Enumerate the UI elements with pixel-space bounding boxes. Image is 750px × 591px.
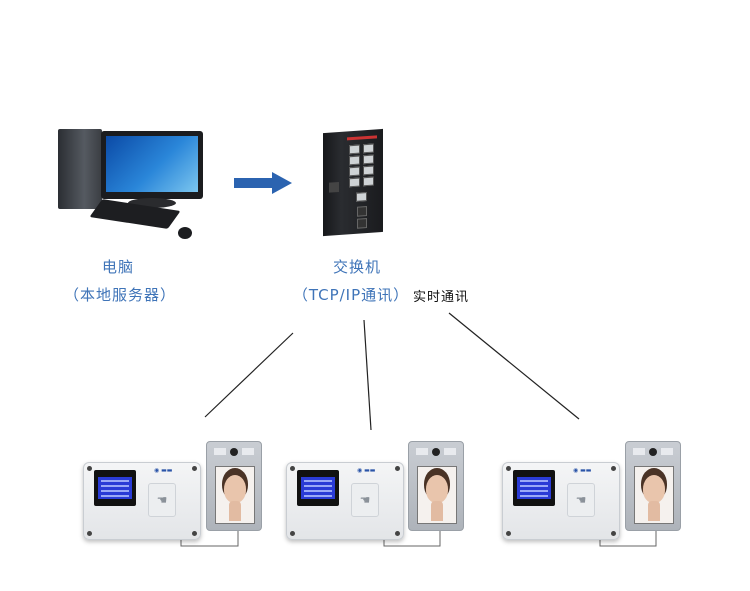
card-reader-icon: ☚ xyxy=(148,483,176,517)
switch-note: 实时通讯 xyxy=(413,290,470,305)
pc-subtitle: （本地服务器） xyxy=(63,286,176,304)
access-controller-icon: ◉ ▬▬☚ xyxy=(83,462,201,540)
edge-switch-terminal-3 xyxy=(448,312,580,420)
card-reader-icon: ☚ xyxy=(567,483,595,517)
face-recognition-terminal-icon xyxy=(408,441,464,531)
access-controller-icon: ◉ ▬▬☚ xyxy=(286,462,404,540)
network-switch-icon xyxy=(323,128,383,237)
face-recognition-terminal-icon xyxy=(206,441,262,531)
arrow-right-icon xyxy=(234,172,292,194)
pc-label: 电脑 xyxy=(101,258,134,276)
card-reader-icon: ☚ xyxy=(351,483,379,517)
pc-tower xyxy=(58,129,102,209)
mouse-icon xyxy=(178,227,192,239)
monitor-stand xyxy=(128,198,176,208)
edge-switch-terminal-2 xyxy=(363,319,372,431)
access-controller-icon: ◉ ▬▬☚ xyxy=(502,462,620,540)
pc-monitor xyxy=(101,131,203,199)
face-recognition-terminal-icon xyxy=(625,441,681,531)
switch-subtitle: （TCP/IP通讯） xyxy=(292,286,410,304)
edge-switch-terminal-1 xyxy=(204,332,294,418)
switch-label: 交换机 xyxy=(332,258,381,276)
